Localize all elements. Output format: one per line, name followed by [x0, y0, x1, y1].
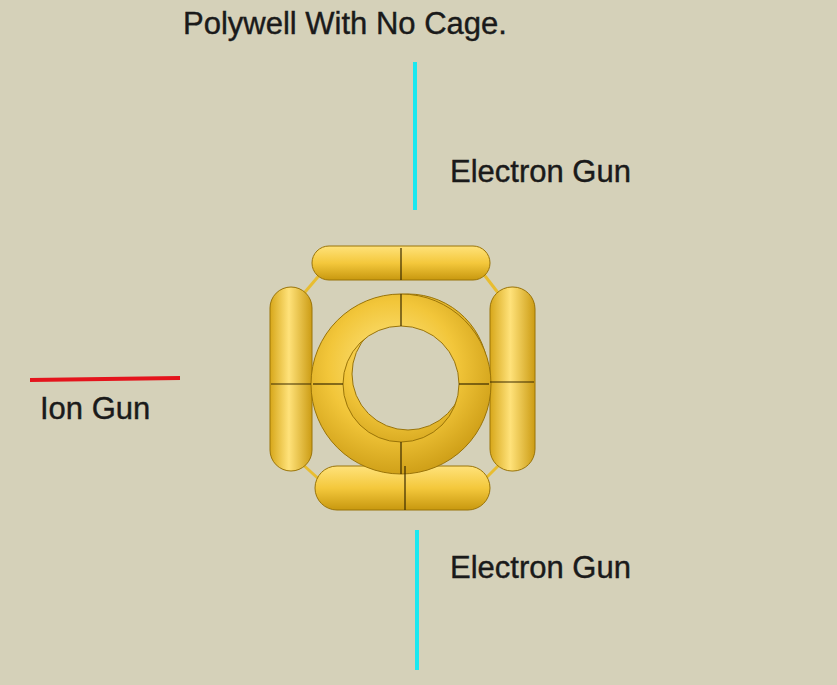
left-coil: [270, 287, 312, 471]
gun-label: Electron Gun: [450, 550, 631, 586]
gun-label: Electron Gun: [450, 154, 631, 190]
diagram-title: Polywell With No Cage.: [183, 6, 507, 42]
electron-gun-line: [413, 62, 417, 210]
gun-label: Ion Gun: [40, 391, 150, 427]
right-coil: [490, 287, 535, 471]
front-coil: [311, 294, 491, 474]
coil-strut: [300, 272, 502, 482]
ion-gun-line: [30, 378, 180, 380]
coil-seam: [271, 248, 534, 510]
electron-gun-line: [415, 530, 419, 670]
top-coil: [312, 246, 490, 280]
